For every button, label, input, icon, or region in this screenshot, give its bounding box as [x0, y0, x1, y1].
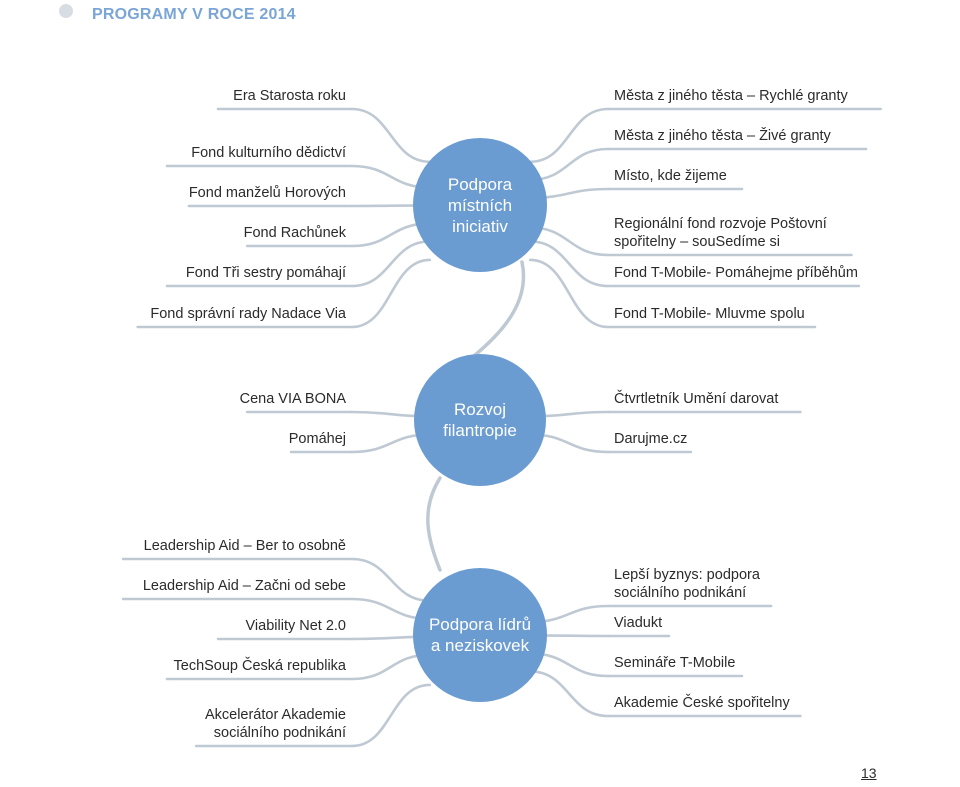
branch-label: Darujme.cz: [614, 430, 687, 448]
branch-label: Era Starosta roku: [233, 87, 346, 105]
branch-connector: [350, 258, 432, 329]
branch-connector: [528, 670, 610, 718]
branch-label: Leadership Aid – Začni od sebe: [143, 577, 346, 595]
branch-label-line: Cena VIA BONA: [239, 391, 346, 407]
hub-connector: [426, 476, 442, 572]
branch-label-line: Města z jiného těsta – Živé granty: [614, 128, 831, 144]
branch-label: Viadukt: [614, 614, 662, 632]
branch-label: Lepší byznys: podpora sociálního podnikán…: [614, 566, 760, 602]
branch-connector: [528, 226, 610, 257]
hub-node: Podpora lídrů a neziskovek: [413, 568, 547, 702]
branch-label-line: Lepší byznys: podpora: [614, 567, 760, 583]
branch-label: Fond kulturního dědictví: [191, 144, 346, 162]
hub-node: Rozvoj filantropie: [414, 354, 546, 486]
hub-title-line: a neziskovek: [430, 636, 530, 655]
branch-label-line: Akcelerátor Akademie: [204, 707, 346, 723]
branch-label-line: Fond Rachůnek: [243, 225, 346, 241]
branch-label: Fond T-Mobile- Mluvme spolu: [614, 305, 805, 323]
branch-label: TechSoup Česká republika: [174, 657, 347, 675]
branch-label: Fond správní rady Nadace Via: [150, 305, 346, 323]
hub-title-line: iniciativ: [452, 216, 508, 236]
hub-title-line: místních: [447, 195, 513, 215]
branch-label-line: Fond manželů Horových: [188, 185, 346, 201]
branch-label-line: Leadership Aid – Začni od sebe: [142, 578, 346, 594]
hub-title-line: Podpora lídrů: [428, 615, 532, 634]
hub-title: Rozvoj filantropie: [443, 399, 517, 441]
branch-label-line: Fond kulturního dědictví: [191, 145, 346, 161]
branch-label: Čtvrtletník Umění darovat: [614, 390, 778, 408]
branch-connector: [350, 557, 432, 603]
branch-label-line: Leadership Aid – Ber to osobně: [143, 538, 346, 554]
branch-connector: [528, 258, 610, 329]
branch-label-line: Viability Net 2.0: [245, 618, 346, 634]
hub-title-line: Podpora: [447, 174, 513, 194]
branch-label-line: Pomáhej: [288, 431, 346, 447]
branch-connector: [350, 107, 432, 164]
header-dot: [59, 4, 73, 18]
hub-connector: [473, 260, 526, 357]
branch-connector: [528, 107, 610, 164]
branch-label-line: sociálního podnikání: [213, 725, 346, 741]
branch-label-line: Regionální fond rozvoje Poštovní: [614, 216, 827, 232]
branch-label-line: Viadukt: [614, 615, 663, 631]
branch-connector: [528, 147, 610, 182]
branch-connector: [350, 240, 432, 288]
branch-label-line: Darujme.cz: [614, 431, 688, 447]
branch-label: Pomáhej: [289, 430, 346, 448]
branch-label: Fond Rachůnek: [244, 224, 346, 242]
branch-connector: [528, 240, 610, 288]
branch-label: Města z jiného těsta – Rychlé granty: [614, 87, 848, 105]
page-number: 13: [861, 765, 877, 781]
branch-label: Fond T-Mobile- Pomáhejme příběhům: [614, 264, 858, 282]
branch-label: Města z jiného těsta – Živé granty: [614, 127, 831, 145]
branch-label: Fond Tři sestry pomáhají: [186, 264, 346, 282]
branch-label-line: Semináře T-Mobile: [614, 655, 736, 671]
branch-label-line: Fond Tři sestry pomáhají: [185, 265, 346, 281]
branch-label: Fond manželů Horových: [189, 184, 346, 202]
page-title: PROGRAMY V ROCE 2014: [92, 6, 296, 23]
branch-label-line: Fond správní rady Nadace Via: [150, 306, 346, 322]
branch-label: Viability Net 2.0: [246, 617, 346, 635]
branch-label-line: sociálního podnikání: [614, 585, 747, 601]
branch-label: Akademie České spořitelny: [614, 694, 790, 712]
branch-label-line: Čtvrtletník Umění darovat: [614, 391, 779, 407]
branch-label-line: Fond T-Mobile- Pomáhejme příběhům: [614, 265, 858, 281]
hub-title-line: filantropie: [443, 421, 517, 440]
branch-label: Leadership Aid – Ber to osobně: [144, 537, 346, 555]
branch-label-line: Era Starosta roku: [233, 88, 346, 104]
hub-title: Podpora lídrů a neziskovek: [429, 614, 531, 656]
branch-label: Místo, kde žijeme: [614, 167, 727, 185]
branch-label-line: Města z jiného těsta – Rychlé granty: [614, 88, 848, 104]
branch-label: Semináře T-Mobile: [614, 654, 735, 672]
branch-label-line: Fond T-Mobile- Mluvme spolu: [614, 306, 805, 322]
branch-label-line: Akademie České spořitelny: [614, 695, 790, 711]
branch-connector: [350, 683, 432, 748]
hub-title-line: Rozvoj: [454, 400, 506, 419]
branch-label: Cena VIA BONA: [240, 390, 346, 408]
branch-label-line: Místo, kde žijeme: [614, 168, 727, 184]
branch-label-line: spořitelny – souSedíme si: [614, 234, 781, 250]
branch-label: Regionální fond rozvoje Poštovní spořitel…: [614, 215, 827, 251]
branch-label-line: TechSoup Česká republika: [173, 658, 347, 674]
branch-label: Akcelerátor Akademie sociálního podnikání: [205, 706, 346, 742]
